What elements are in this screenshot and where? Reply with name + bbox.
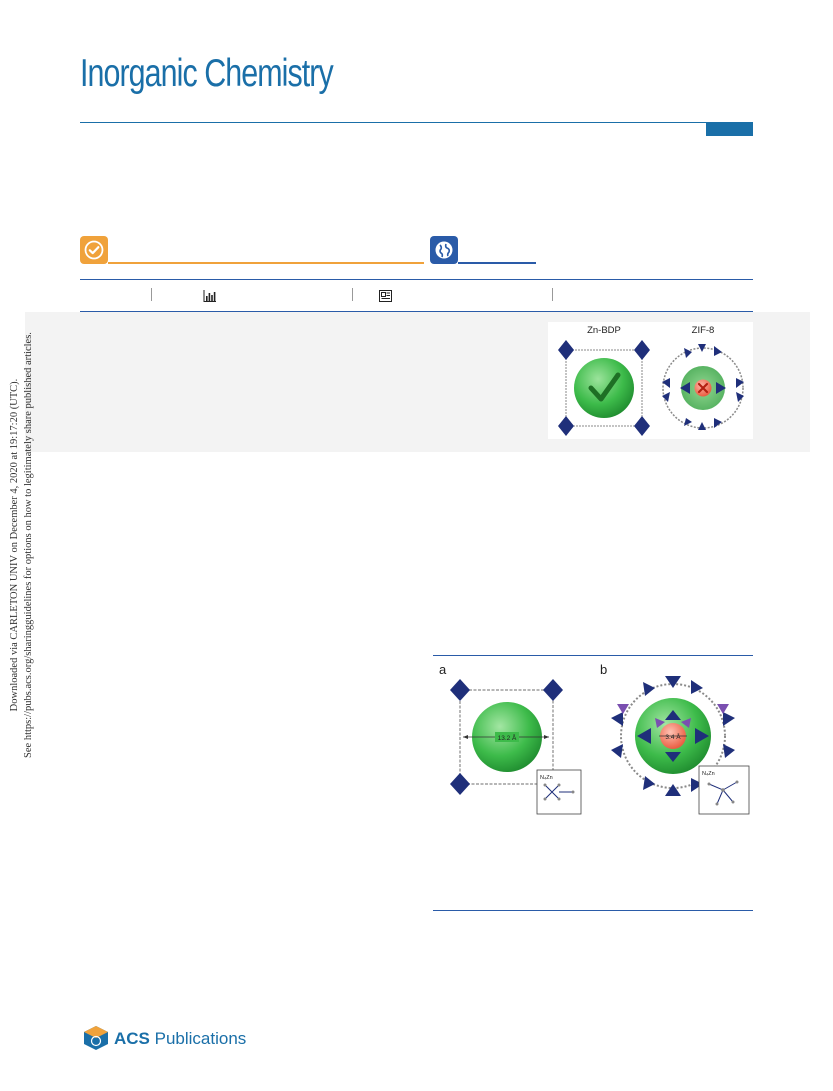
acs-hexagon-icon xyxy=(84,1026,108,1050)
metrics-separator xyxy=(352,288,353,301)
checkmark-circle-icon xyxy=(84,240,104,260)
toc-graphic-image: Zn-BDP ZIF-8 xyxy=(558,325,744,436)
acs-publications-logo[interactable]: ACS Publications xyxy=(80,1022,250,1056)
download-notice-line-2[interactable]: See https://pubs.acs.org/sharingguidelin… xyxy=(23,332,34,758)
checkmark-icon xyxy=(588,372,621,402)
header-tab-marker xyxy=(706,122,753,136)
download-notice: Downloaded via CARLETON UNIV on December… xyxy=(2,330,42,760)
global-access-badge[interactable] xyxy=(430,236,458,264)
global-access-bar xyxy=(458,262,536,264)
toc-graphic[interactable]: Zn-BDP ZIF-8 xyxy=(548,322,753,439)
panel-b-dimension: 3.4 Å xyxy=(665,732,681,741)
download-notice-line-1: Downloaded via CARLETON UNIV on December… xyxy=(9,378,20,712)
metrics-separator xyxy=(151,288,152,301)
panel-b-label: b xyxy=(600,662,607,677)
globe-icon xyxy=(435,241,453,259)
acs-logo-suffix: Publications xyxy=(149,1029,247,1048)
cross-icon xyxy=(697,382,709,394)
panel-b-inset-label: N₄Zn xyxy=(702,771,715,777)
figure-bottom-rule xyxy=(433,910,753,911)
panel-a-label: a xyxy=(439,662,447,677)
metrics-separator xyxy=(552,288,553,301)
metrics-bar-top-rule xyxy=(80,279,753,280)
article-recommendations-icon[interactable] xyxy=(379,290,392,302)
metrics-bar-bottom-rule xyxy=(80,311,753,312)
panel-a-dimension: 13.2 Å xyxy=(498,733,517,742)
journal-title[interactable]: Inorganic Chemistry xyxy=(80,52,334,95)
open-access-bar xyxy=(108,262,424,264)
acs-logo-prefix: ACS xyxy=(114,1029,150,1048)
toc-right-label: ZIF-8 xyxy=(692,325,715,336)
header-rule xyxy=(80,122,753,123)
figure-top-rule xyxy=(433,655,753,656)
open-access-badge[interactable] xyxy=(80,236,108,264)
metrics-chart-icon[interactable] xyxy=(203,290,216,302)
figure-1-image: a 13.2 Å N₄Zn b xyxy=(439,662,750,815)
toc-left-label: Zn-BDP xyxy=(587,325,621,336)
panel-a-inset-label: N₄Zn xyxy=(540,775,553,781)
figure-1[interactable]: a 13.2 Å N₄Zn b xyxy=(433,660,753,830)
